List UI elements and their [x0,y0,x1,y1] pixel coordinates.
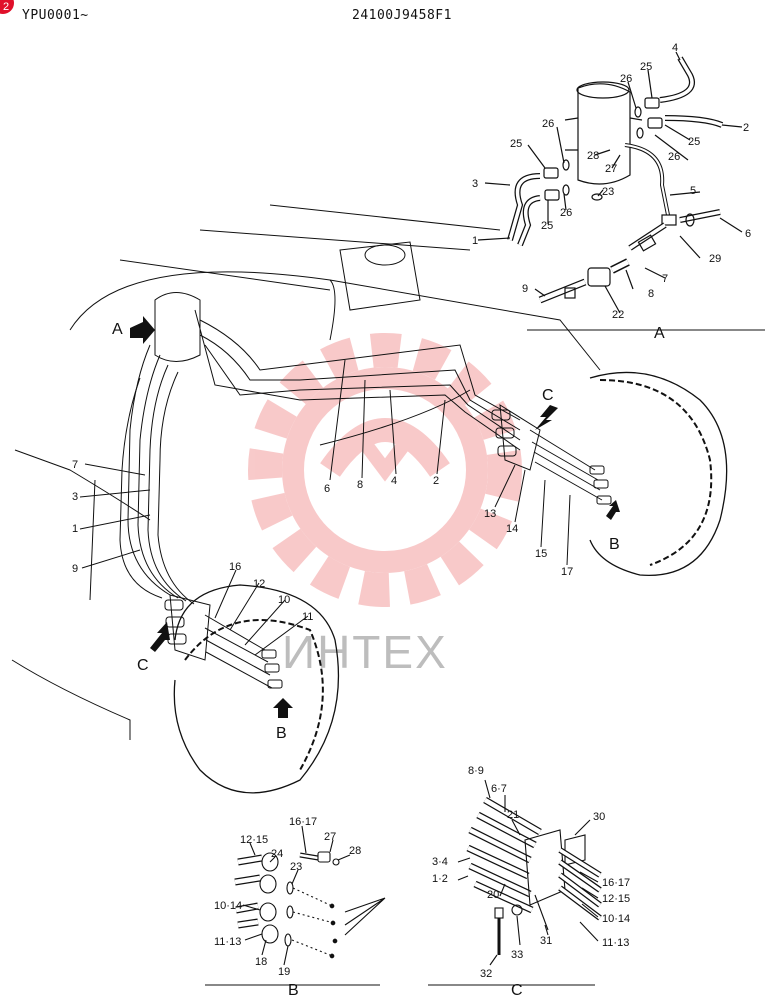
main-labels: A C B C B 7 3 1 9 6 8 4 2 13 14 15 17 16… [72,321,620,742]
callout-2: 2 [433,475,439,487]
callout-a-6: 6 [745,228,751,240]
serial-range-label: YPU0001~ [22,8,89,23]
callout-14: 14 [506,523,518,535]
arrow-b-right [606,500,620,520]
callout-c-8-9: 8·9 [468,765,484,777]
view-a-detail [477,51,765,331]
callout-a-22: 22 [612,309,624,321]
callout-a-26-right: 26 [668,151,680,163]
callout-a-25-top: 25 [640,61,652,73]
arrow-b-left [273,698,293,718]
page-number-badge: 2 [0,0,14,14]
callout-c-11-13: 11·13 [602,937,629,949]
callout-b-11-13: 11·13 [214,936,241,948]
view-b-labels: 16·17 27 28 12·15 24 23 10·14 11·13 18 1… [214,816,361,999]
view-c-detail [428,779,602,986]
callout-c-6-7: 6·7 [491,783,507,795]
callout-a-4: 4 [672,42,678,54]
callout-17: 17 [561,566,573,578]
main-assembly [11,204,728,794]
callout-c-33: 33 [511,949,523,961]
view-b-detail [205,825,386,986]
arrow-c-left [150,622,170,652]
callout-a-29: 29 [709,253,721,265]
callout-9: 9 [72,563,78,575]
callout-15: 15 [535,548,547,560]
callout-c-31: 31 [540,935,552,947]
callout-b-16-17: 16·17 [289,816,317,828]
callout-c-32: 32 [480,968,492,980]
callout-a-1: 1 [472,235,478,247]
watermark-gear-logo [248,333,522,607]
view-marker-c-left: C [137,657,149,674]
callout-1: 1 [72,523,78,535]
callout-11: 11 [302,611,313,623]
callout-a-26-top: 26 [620,73,632,85]
view-marker-b-left: B [276,725,287,742]
callout-b-28: 28 [349,845,361,857]
callout-b-18: 18 [255,956,267,968]
view-c-title: C [511,982,523,999]
callout-c-10-14: 10·14 [602,913,630,925]
callout-c-3-4: 3·4 [432,856,448,868]
callout-b-27: 27 [324,831,336,843]
callout-a-9: 9 [522,283,528,295]
view-c-labels: 8·9 6·7 30 21 3·4 1·2 20 16·17 12·15 10·… [432,765,630,999]
callout-a-27: 27 [605,163,617,175]
callout-6: 6 [324,483,330,495]
callout-a-5: 5 [690,185,696,197]
callout-a-2: 2 [743,122,749,134]
watermark-text: ИНТЕХ [282,626,448,678]
callout-7: 7 [72,459,78,471]
callout-a-26-bottom: 26 [560,207,572,219]
callout-b-23: 23 [290,861,302,873]
callout-c-20: 20 [487,889,499,901]
arrow-a [130,316,155,344]
callout-10: 10 [278,594,290,606]
arrow-c-right [535,405,558,430]
callout-a-25-bottom: 25 [541,220,553,232]
callout-c-21: 21 [507,809,519,821]
callout-4: 4 [391,475,397,487]
part-number-label: 24100J9458F1 [352,8,452,23]
callout-a-25-right: 25 [688,136,700,148]
callout-a-25-left: 25 [510,138,522,150]
callout-c-1-2: 1·2 [432,873,448,885]
callout-b-24: 24 [271,848,283,860]
callout-c-16-17: 16·17 [602,877,630,889]
callout-b-19: 19 [278,966,290,978]
callout-a-26-left: 26 [542,118,554,130]
swivel-joint-body [577,83,631,185]
view-a-labels: 4 25 26 2 25 26 25 28 27 26 3 23 5 26 25… [472,42,751,342]
view-marker-a: A [112,321,123,338]
callout-12: 12 [253,578,265,590]
callout-b-10-14: 10·14 [214,900,242,912]
callout-b-12-15: 12·15 [240,834,268,846]
view-b-title: B [288,982,299,999]
view-arrows [130,316,620,718]
view-marker-b-right: B [609,536,620,553]
callout-a-28: 28 [587,150,599,162]
callout-a-23: 23 [602,186,614,198]
callout-3: 3 [72,491,78,503]
callout-a-8: 8 [648,288,654,300]
callout-c-30: 30 [593,811,605,823]
callout-c-12-15: 12·15 [602,893,630,905]
callout-8: 8 [357,479,363,491]
callout-13: 13 [484,508,496,520]
callout-16: 16 [229,561,241,573]
view-a-title: A [654,325,665,342]
view-marker-c-right: C [542,387,554,404]
callout-a-7: 7 [662,273,668,285]
callout-a-3: 3 [472,178,478,190]
